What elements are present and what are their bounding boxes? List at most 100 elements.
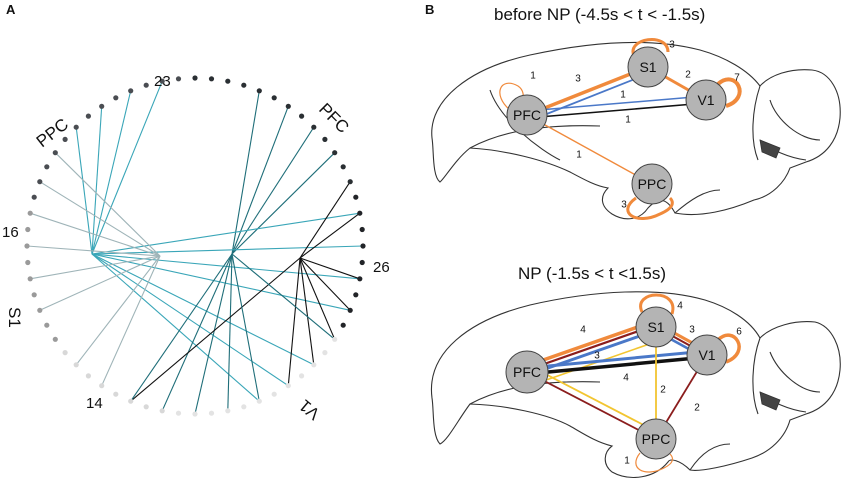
channel-dot xyxy=(25,259,31,266)
region-label-s1: S1 xyxy=(5,307,24,328)
channel-edge xyxy=(194,253,233,415)
channel-dot xyxy=(225,78,231,84)
node-top-pfc-label: PFC xyxy=(513,107,541,123)
channel-edge xyxy=(75,255,161,366)
channel-dot xyxy=(143,404,149,410)
channel-dot xyxy=(52,336,58,342)
channel-dot xyxy=(208,76,215,82)
channel-dot xyxy=(299,373,305,379)
channel-edge xyxy=(91,253,315,366)
channel-dot xyxy=(85,373,91,379)
edge-bottom-pfc-v1-blue xyxy=(526,349,708,370)
title-np: NP (-1.5s < t <1.5s) xyxy=(518,264,666,283)
channel-dot xyxy=(62,136,68,142)
node-top-ppc: PPC xyxy=(631,163,673,205)
channel-dots xyxy=(24,75,366,417)
channel-dot xyxy=(357,210,363,216)
channel-edge xyxy=(287,257,301,386)
weight-bottom-v1-self: 6 xyxy=(736,327,742,338)
node-bottom-s1: S1 xyxy=(635,306,677,348)
node-top-v1-label: V1 xyxy=(697,92,714,108)
channel-dot xyxy=(299,113,305,119)
edges-bottom xyxy=(525,293,741,473)
node-bottom-s1-label: S1 xyxy=(647,319,664,335)
channel-edge xyxy=(231,253,260,402)
nodes-bottom: PFC S1 V1 PPC xyxy=(505,306,728,460)
weight-bottom-pfc-s1-inner: 3 xyxy=(594,351,600,362)
channel-dot xyxy=(85,113,91,119)
weight-top-pfc-self: 1 xyxy=(530,71,536,82)
channel-edge xyxy=(54,152,161,257)
channel-edge xyxy=(161,253,233,412)
weight-bottom-s1-ppc: 2 xyxy=(660,385,666,396)
channel-dot xyxy=(113,95,119,101)
channel-dot xyxy=(271,391,277,397)
channel-label-26: 26 xyxy=(373,259,390,276)
channel-dot xyxy=(340,322,346,328)
weight-bottom-v1-ppc: 2 xyxy=(694,403,700,414)
edge-bottom-pfc-v1-black xyxy=(526,355,708,376)
channel-dot xyxy=(311,362,317,368)
channel-dot xyxy=(322,350,328,356)
channel-edge xyxy=(75,127,93,255)
brain-bottom: NP (-1.5s < t <1.5s) xyxy=(430,264,841,478)
channel-dot xyxy=(357,276,363,282)
region-label-ppc: PPC xyxy=(33,115,72,152)
channel-edge xyxy=(91,253,289,387)
weight-bottom-ppc-self: 1 xyxy=(624,456,630,467)
weight-top-pfc-v1-blue: 1 xyxy=(620,90,626,101)
weight-top-ppc-self: 3 xyxy=(621,200,627,211)
channel-dot xyxy=(175,410,182,416)
channel-dot xyxy=(73,124,79,130)
channel-dot xyxy=(340,164,346,170)
channel-edge xyxy=(299,257,315,365)
channel-edge xyxy=(91,80,163,255)
edge-bottom-pfc-s1-orange xyxy=(525,319,656,368)
panel-b-network-diagrams: B before NP (-4.5s < t < -1.5s) xyxy=(425,2,841,478)
region-label-pfc: PFC xyxy=(315,99,352,136)
channel-label-14: 14 xyxy=(86,395,103,412)
channel-dot xyxy=(73,362,79,368)
channel-dot xyxy=(285,383,291,389)
channel-dot xyxy=(347,179,353,185)
channel-dot xyxy=(256,398,262,404)
channel-dot xyxy=(332,150,338,156)
channel-dot xyxy=(332,336,338,342)
weight-bottom-s1-self: 4 xyxy=(677,301,683,312)
weight-top-pfc-s1: 3 xyxy=(575,74,581,85)
channel-dot xyxy=(271,95,277,101)
selfloop-bottom-s1 xyxy=(639,293,675,315)
weight-bottom-pfc-s1-outer: 4 xyxy=(580,325,586,336)
weight-top-s1-v1: 2 xyxy=(685,70,691,81)
weight-top-pfc-ppc: 1 xyxy=(576,150,582,161)
channel-dot xyxy=(353,292,359,298)
channel-dot xyxy=(192,75,198,81)
weight-top-s1-self: 3 xyxy=(669,40,675,51)
channel-dot xyxy=(25,226,31,233)
panel-b-letter: B xyxy=(425,2,434,17)
channel-dot xyxy=(27,210,33,216)
selfloop-bottom-ppc xyxy=(635,452,674,473)
channel-dot xyxy=(208,410,215,416)
node-top-ppc-label: PPC xyxy=(638,176,667,192)
channel-dot xyxy=(62,350,68,356)
channel-edge xyxy=(227,253,233,411)
channel-dot xyxy=(360,243,366,249)
edge-bottom-pfc-s1-yellow xyxy=(528,340,659,387)
channel-dot xyxy=(37,179,43,185)
channel-dot xyxy=(128,88,134,94)
channel-dot xyxy=(192,411,198,417)
nodes-top: PFC S1 V1 PPC xyxy=(506,46,727,205)
channel-edge xyxy=(91,212,360,255)
channel-dot xyxy=(347,307,353,313)
node-bottom-v1-label: V1 xyxy=(698,347,715,363)
channel-edge xyxy=(299,257,351,311)
weight-bottom-s1-v1: 3 xyxy=(689,325,695,336)
channel-edge xyxy=(91,106,103,255)
panel-a-letter: A xyxy=(6,2,16,17)
channel-dot xyxy=(159,78,165,84)
channel-edge xyxy=(299,212,361,259)
channel-label-16: 16 xyxy=(2,224,19,241)
channel-edge xyxy=(91,253,260,402)
channel-dot xyxy=(225,408,231,414)
